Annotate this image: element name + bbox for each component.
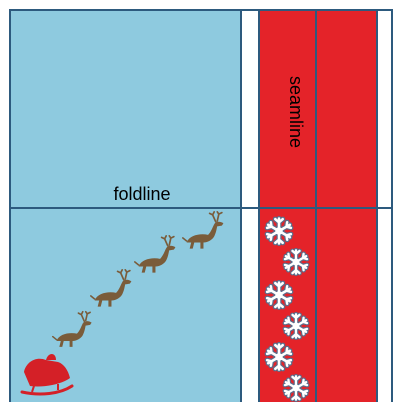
seamline-label: seamline — [286, 76, 306, 148]
red-stripe-left — [259, 10, 316, 402]
blue-panel — [10, 10, 241, 402]
red-stripe-right — [316, 10, 377, 402]
sleigh-icon — [20, 354, 74, 396]
foldline-label: foldline — [113, 184, 170, 204]
outer-border — [9, 9, 393, 402]
